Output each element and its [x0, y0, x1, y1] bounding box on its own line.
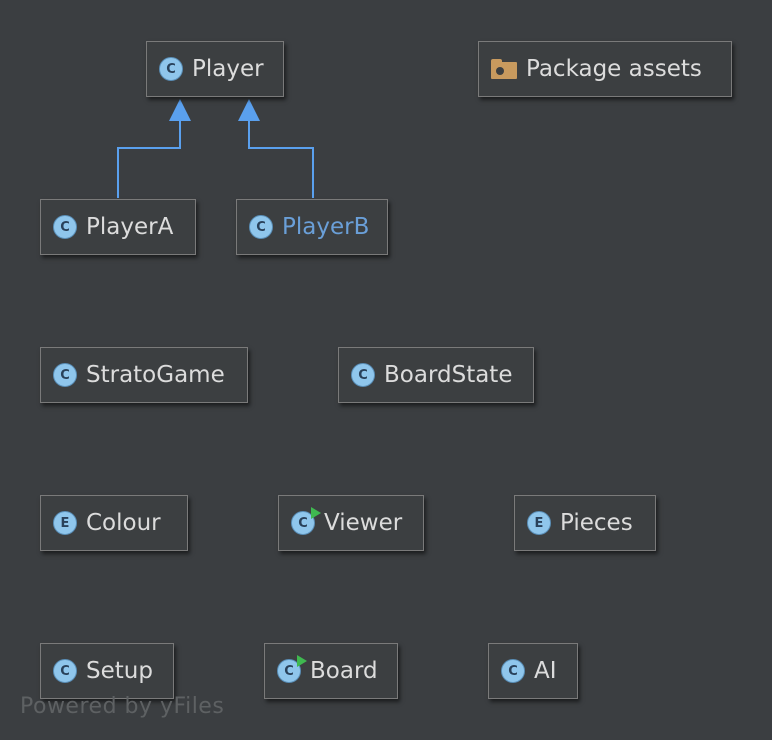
- class-node-boardstate[interactable]: C BoardState: [338, 347, 534, 403]
- node-label: Board: [310, 658, 378, 684]
- class-icon: C: [351, 363, 375, 387]
- class-icon: C: [53, 363, 77, 387]
- watermark-text: Powered by yFiles: [20, 694, 225, 719]
- inheritance-arrowhead-2: [238, 99, 260, 121]
- edge-playerA-to-player: [117, 118, 181, 198]
- enum-node-pieces[interactable]: E Pieces: [514, 495, 656, 551]
- runnable-class-icon: C: [291, 507, 321, 535]
- enum-icon: E: [53, 511, 77, 535]
- class-node-ai[interactable]: C AI: [488, 643, 578, 699]
- node-label: Setup: [86, 658, 153, 684]
- class-node-playerA[interactable]: C PlayerA: [40, 199, 196, 255]
- class-icon: C: [249, 215, 273, 239]
- class-node-setup[interactable]: C Setup: [40, 643, 174, 699]
- class-node-viewer[interactable]: C Viewer: [278, 495, 424, 551]
- class-icon: C: [501, 659, 525, 683]
- node-label: Pieces: [560, 510, 633, 536]
- class-icon: C: [53, 215, 77, 239]
- inheritance-arrowhead-1: [169, 99, 191, 121]
- node-label: Package assets: [526, 56, 702, 82]
- edge-playerB-to-player: [248, 118, 314, 198]
- enum-icon: E: [527, 511, 551, 535]
- node-label: Viewer: [324, 510, 403, 536]
- node-label: Colour: [86, 510, 161, 536]
- class-node-board[interactable]: C Board: [264, 643, 398, 699]
- node-label: PlayerA: [86, 214, 174, 240]
- class-node-playerB[interactable]: C PlayerB: [236, 199, 388, 255]
- class-icon: C: [53, 659, 77, 683]
- class-node-player[interactable]: C Player: [146, 41, 284, 97]
- node-label: StratoGame: [86, 362, 225, 388]
- node-label: Player: [192, 56, 264, 82]
- package-folder-icon: [491, 59, 517, 79]
- node-label: BoardState: [384, 362, 513, 388]
- node-label: PlayerB: [282, 214, 370, 240]
- enum-node-colour[interactable]: E Colour: [40, 495, 188, 551]
- class-icon: C: [159, 57, 183, 81]
- node-label: AI: [534, 658, 557, 684]
- class-node-stratogame[interactable]: C StratoGame: [40, 347, 248, 403]
- runnable-class-icon: C: [277, 655, 307, 683]
- package-node-assets[interactable]: Package assets: [478, 41, 732, 97]
